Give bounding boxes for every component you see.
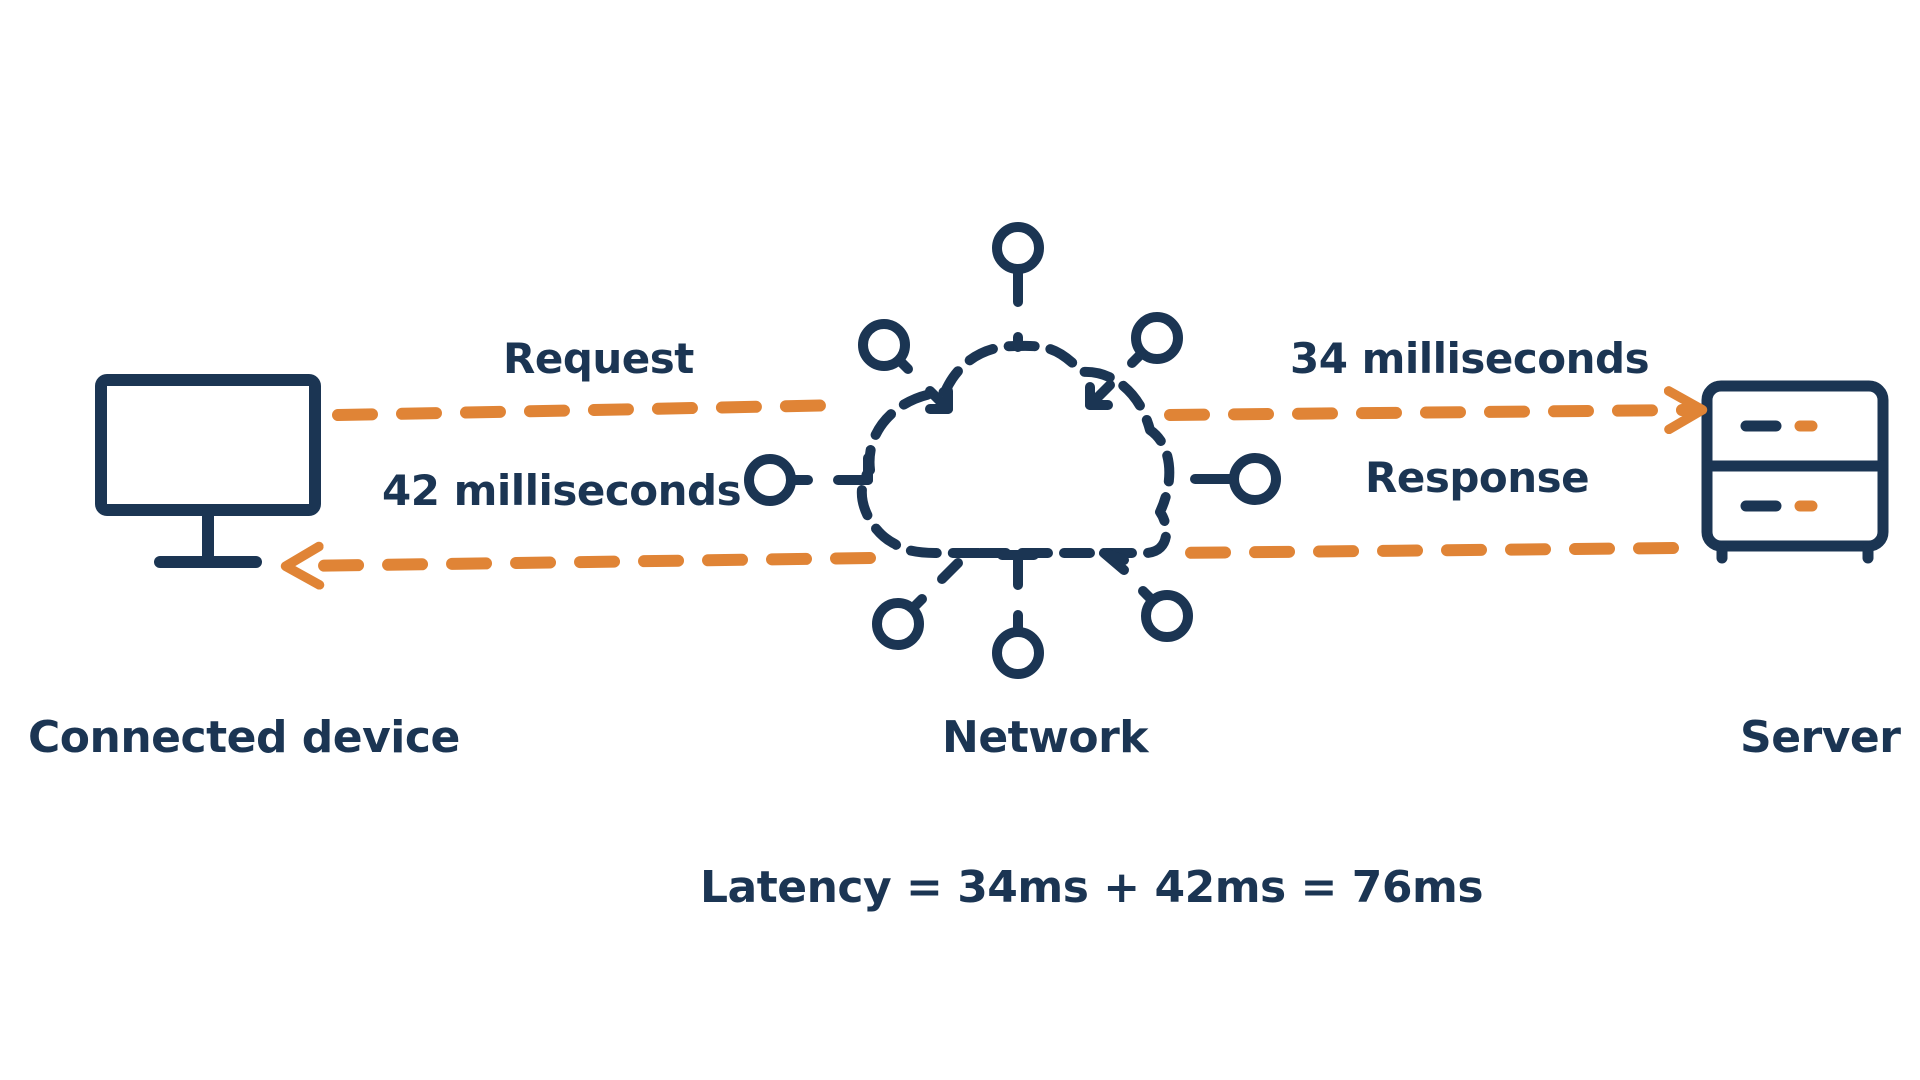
response-time-label: 42 milliseconds [382,466,742,515]
request-label: Request [503,334,694,383]
server-rack-icon [1701,380,1889,564]
request-arrow [332,386,1708,435]
latency-formula: Latency = 34ms + 42ms = 76ms [700,862,1484,913]
network-label: Network [942,712,1149,763]
device-label: Connected device [28,712,460,763]
desktop-monitor-icon [95,374,321,568]
request-time-label: 34 milliseconds [1290,334,1650,383]
server-label: Server [1740,712,1901,763]
response-arrow [280,541,1679,590]
network-cloud-icon [744,222,1281,679]
server-status-lights [1794,420,1818,512]
response-label: Response [1365,453,1590,502]
